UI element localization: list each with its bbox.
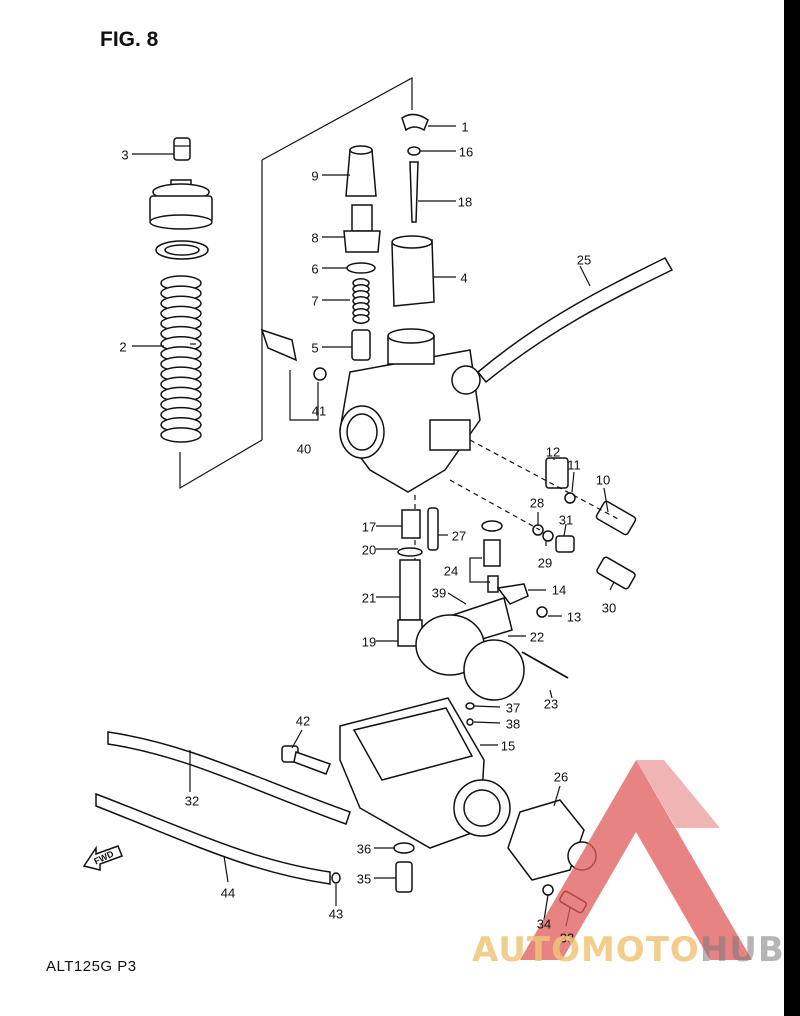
part-screw-5 (351, 329, 371, 361)
part-clamp-43 (331, 872, 341, 884)
part-o-ring-37 (465, 702, 475, 710)
callout-41: 41 (311, 403, 327, 419)
callout-44: 44 (220, 885, 236, 901)
part-jet-27 (427, 507, 439, 551)
part-float-pin (521, 651, 569, 679)
spring-coil (352, 314, 370, 324)
callout-24: 24 (443, 563, 459, 579)
callout-35: 35 (356, 871, 372, 887)
callout-17: 17 (361, 519, 377, 535)
callout-31: 31 (558, 512, 574, 528)
watermark-logo-icon (520, 760, 752, 960)
callout-12: 12 (545, 444, 561, 460)
callout-9: 9 (311, 168, 319, 184)
watermark-text-b: HUB (699, 930, 785, 970)
callout-40: 40 (296, 441, 312, 457)
callout-14: 14 (551, 582, 567, 598)
callout-26: 26 (553, 769, 569, 785)
part-float-valve (483, 539, 501, 593)
spring-coil (160, 427, 202, 443)
callout-1: 1 (461, 119, 469, 135)
callout-7: 7 (311, 293, 319, 309)
part-gasket-ring (481, 520, 503, 532)
part-vent-tube (476, 257, 674, 384)
callout-39: 39 (431, 585, 447, 601)
guide-line (469, 439, 621, 521)
part-washer (155, 240, 209, 260)
part-drain-tube-44 (95, 792, 331, 885)
part-pilot-screw (260, 328, 298, 362)
callout-21: 21 (361, 590, 377, 606)
callout-34: 34 (536, 916, 552, 932)
callout-27: 27 (451, 528, 467, 544)
part-pilot-spring (313, 367, 327, 381)
right-border (784, 0, 800, 1016)
part-drain-tube-32 (107, 731, 351, 825)
callout-28: 28 (529, 495, 545, 511)
part-top-cap (149, 179, 213, 230)
part-jet-holder (345, 145, 377, 197)
part-washer-36 (393, 842, 415, 854)
part-carburetor-body (339, 328, 481, 493)
part-needle-jet (343, 204, 381, 253)
callout-11: 11 (567, 457, 581, 473)
part-float-arm (496, 583, 529, 605)
callout-32: 32 (184, 793, 200, 809)
guide-line (449, 479, 541, 531)
callout-3: 3 (121, 147, 129, 163)
part-spring (160, 275, 202, 443)
watermark-text: AUTOMOTOHUB (472, 930, 785, 970)
callout-8: 8 (311, 230, 319, 246)
part-small-spring (352, 278, 370, 324)
part-screw-13 (536, 606, 548, 618)
callout-36: 36 (356, 841, 372, 857)
callout-15: 15 (500, 738, 516, 754)
part-main-jet-stack (397, 509, 423, 647)
callout-10: 10 (595, 472, 611, 488)
callout-19: 19 (361, 634, 377, 650)
figure-title: FIG. 8 (100, 28, 159, 51)
callout-16: 16 (458, 144, 474, 160)
callout-38: 38 (505, 716, 521, 732)
figure-code: ALT125G P3 (46, 958, 137, 975)
part-washer-38 (466, 718, 474, 726)
callout-5: 5 (311, 340, 319, 356)
callout-29: 29 (537, 555, 553, 571)
callout-42: 42 (295, 713, 311, 729)
part-cap (173, 137, 191, 161)
callout-25: 25 (576, 252, 592, 268)
part-e-ring (407, 146, 421, 156)
callout-6: 6 (311, 261, 319, 277)
part-drain-screw (281, 745, 331, 775)
part-o-ring (346, 262, 376, 274)
part-clip (401, 113, 429, 132)
part-washer-34 (542, 884, 554, 896)
callout-13: 13 (566, 609, 582, 625)
assembly-bracket (179, 76, 413, 490)
part-throttle-valve (391, 235, 435, 307)
callout-22: 22 (529, 629, 545, 645)
callout-33: 33 (559, 930, 575, 946)
callout-23: 23 (543, 696, 559, 712)
callout-2: 2 (119, 339, 127, 355)
callout-18: 18 (457, 194, 473, 210)
watermark-text-a: AUTOMOTO (472, 930, 700, 970)
part-screw-35 (395, 861, 413, 893)
callout-43: 43 (328, 906, 344, 922)
callout-37: 37 (505, 700, 521, 716)
fwd-arrow-icon (82, 845, 123, 871)
part-float-bowl (339, 697, 511, 849)
callout-30: 30 (601, 600, 617, 616)
part-jet-needle (409, 161, 419, 223)
callout-4: 4 (460, 270, 468, 286)
callout-20: 20 (361, 542, 377, 558)
part-float (415, 614, 525, 701)
